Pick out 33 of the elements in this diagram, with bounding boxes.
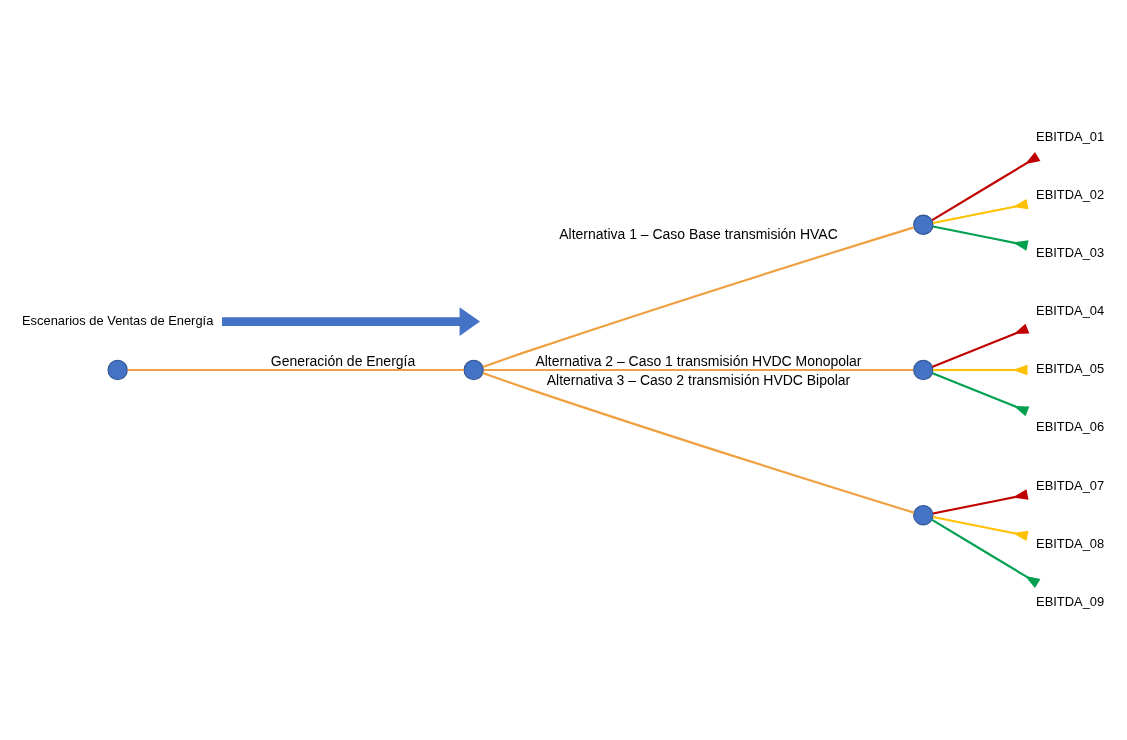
node-text: EBITDA_03	[1036, 245, 1105, 261]
node-circle	[913, 359, 934, 381]
node-text: EBITDA_08	[1036, 535, 1105, 551]
connector	[483, 368, 914, 372]
node-circle	[463, 359, 484, 381]
connector	[933, 364, 1028, 376]
node-text: EBITDA_05	[1036, 361, 1105, 377]
node-text: EBITDA_04	[1036, 303, 1105, 319]
connector	[932, 372, 1030, 417]
connector	[932, 323, 1030, 368]
edge-label: Alternativa 1 – Caso Base transmisión HVAC	[559, 226, 838, 243]
node-text: EBITDA_09	[1036, 593, 1105, 609]
arrow	[222, 307, 480, 336]
connector	[127, 368, 464, 372]
node-text: EBITDA_07	[1036, 477, 1105, 493]
node-circle	[107, 359, 128, 381]
connector	[932, 515, 1029, 542]
edge-label: Alternativa 3 – Caso 2 transmisión HVDC Bipolar	[546, 372, 851, 389]
connector	[932, 225, 1029, 251]
edge-label: Generación de Energía	[270, 353, 416, 370]
connector	[482, 226, 915, 369]
node-text: EBITDA_06	[1036, 419, 1105, 435]
connector	[932, 198, 1029, 225]
connector	[931, 518, 1041, 588]
connector	[932, 489, 1029, 515]
connector	[482, 371, 915, 514]
node-text: EBITDA_01	[1036, 129, 1105, 144]
edge-label: Alternativa 2 – Caso 1 transmisión HVDC Monopolar	[535, 353, 862, 370]
node-circle	[913, 214, 934, 235]
node-text: Escenarios de Ventas de Energía	[21, 312, 214, 328]
node-text: EBITDA_02	[1036, 187, 1105, 203]
connector	[931, 152, 1041, 222]
node-circle	[913, 505, 934, 526]
